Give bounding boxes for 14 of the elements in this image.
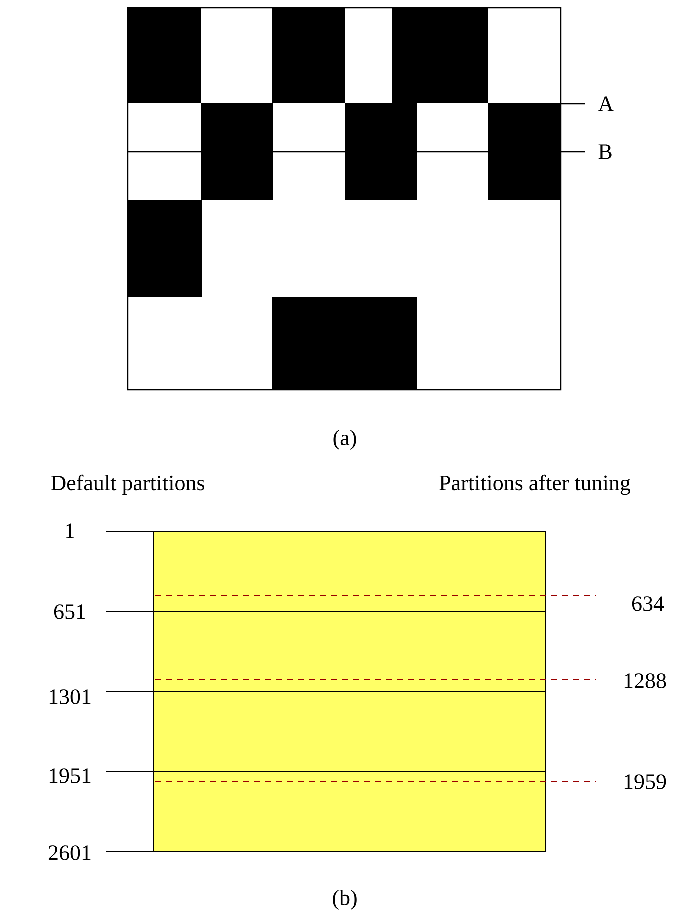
partition-number: 634 [632,596,664,612]
partition-number: 2601 [48,846,91,860]
partition-number: 1 [66,524,74,538]
panel-caption: (a) [334,430,356,450]
partition-number: 1959 [624,774,666,790]
line-label: A [598,96,614,112]
partition-number: 1288 [624,674,666,688]
line-label: B [598,144,612,160]
column-heading: Default partitions [51,474,205,496]
partition-number: 1301 [50,690,91,704]
partition-number: 1951 [50,768,91,784]
partition-number: 651 [54,604,86,620]
column-heading: Partitions after tuning [440,474,631,496]
panel-caption: (b) [333,890,357,910]
